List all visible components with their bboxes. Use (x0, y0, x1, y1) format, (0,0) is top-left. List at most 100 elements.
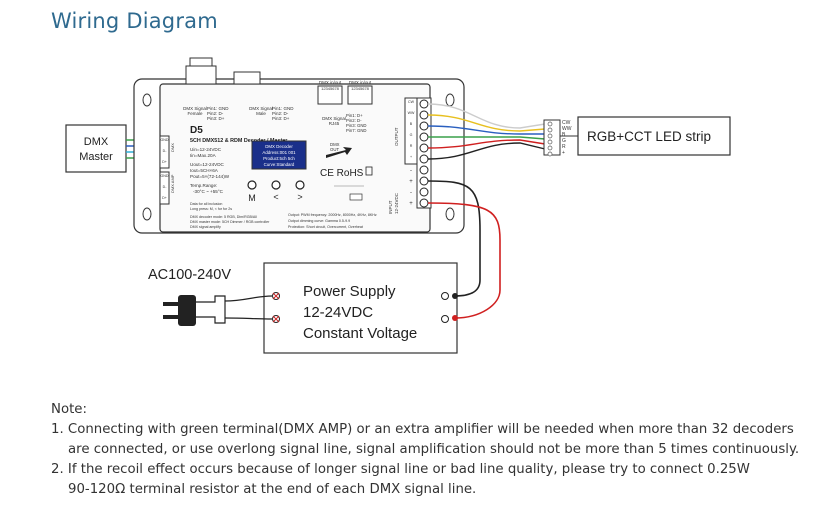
device-model: D5 (190, 125, 203, 136)
svg-text:Data for all inclusion: Data for all inclusion (190, 202, 222, 206)
note-1-line-1: 1. Connecting with green terminal(DMX AM… (51, 422, 794, 437)
xlr-female-title: DMX Signal (183, 106, 207, 111)
svg-text:Pin2: D-: Pin2: D- (346, 118, 362, 123)
svg-text:G: G (410, 133, 413, 137)
dmx-out-arrow: DMX OUT (326, 142, 352, 158)
svg-text:D-: D- (163, 149, 168, 153)
notes-section: Note: 1. Connecting with green terminal(… (51, 400, 801, 500)
page-title: Wiring Diagram (51, 9, 218, 33)
svg-text:DMX master mode: 5CH Dimmer /: DMX master mode: 5CH Dimmer / RGB contro… (190, 220, 270, 224)
output-wires (427, 103, 546, 160)
svg-text:R: R (562, 144, 566, 150)
svg-text:Female: Female (187, 111, 203, 116)
svg-text:R: R (410, 144, 413, 148)
svg-text:Curve:Standard: Curve:Standard (264, 162, 295, 167)
svg-text:D+: D+ (162, 196, 167, 200)
svg-text:OUT: OUT (330, 147, 339, 152)
svg-text:G: G (562, 138, 566, 144)
button-left (271, 180, 281, 190)
svg-text:DMX in/out: DMX in/out (349, 80, 372, 85)
svg-text:M: M (248, 193, 256, 203)
svg-text:12345678: 12345678 (351, 86, 370, 91)
svg-text:DMX decoder mode: 5 RGB, Dim/R: DMX decoder mode: 5 RGB, Dim/RGB/All (190, 215, 257, 219)
wiring-diagram: DMX Master DMX Signal Female Pin1: GND P… (65, 57, 731, 354)
svg-text:WW: WW (408, 111, 415, 115)
cert-marks: CE RoHS (320, 166, 373, 201)
svg-text:-30°C ~ +55°C: -30°C ~ +55°C (193, 189, 224, 194)
led-strip: CW WW B G R + RGB+CCT LED strip (543, 116, 731, 157)
svg-text:Uin=12-24VDC: Uin=12-24VDC (190, 147, 222, 152)
power-input-wires (427, 180, 501, 319)
svg-text:DMX in/out: DMX in/out (319, 80, 342, 85)
xlr-label-male: DMX Signal Male Pin1: GND Pin2: D- Pin3:… (249, 106, 294, 121)
svg-text:Pin2: D-: Pin2: D- (272, 111, 289, 116)
xlr-label-female: DMX Signal Female Pin1: GND Pin2: D- Pin… (183, 106, 229, 121)
psu-line-1: Power Supply (303, 283, 396, 300)
svg-text:B: B (562, 132, 566, 138)
button-right (295, 180, 305, 190)
device-specs: Uin=12-24VDC Iin=Max.20A Uout=12-24VDC I… (190, 147, 230, 194)
svg-text:WW: WW (562, 126, 572, 132)
oled-display: DMX Decoder Address:001 001 Product:5ch … (251, 140, 307, 170)
dmx-master-label-1: DMX (84, 136, 109, 148)
switch-icon (349, 193, 363, 201)
svg-text:Address:001 001: Address:001 001 (262, 150, 296, 155)
notes-heading: Note: (51, 402, 87, 417)
button-m (247, 180, 257, 190)
svg-text:Pin1: GND: Pin1: GND (207, 106, 229, 111)
note-2-line-2: 90-120Ω terminal resistor at the end of … (68, 482, 477, 497)
svg-text:+: + (409, 201, 413, 207)
svg-text:DMX AMP: DMX AMP (170, 174, 175, 193)
svg-text:Iin=Max.20A: Iin=Max.20A (190, 153, 217, 158)
svg-text:DMX Signal: DMX Signal (322, 116, 346, 121)
svg-text:Uout=12-24VDC: Uout=12-24VDC (190, 162, 225, 167)
svg-text:RJ45: RJ45 (329, 121, 340, 126)
svg-text:GND: GND (161, 174, 169, 178)
svg-text:Pin1: GND: Pin1: GND (272, 106, 294, 111)
svg-text:OUTPUT: OUTPUT (394, 127, 399, 146)
svg-text:<: < (273, 192, 278, 202)
svg-text:+: + (562, 150, 565, 156)
svg-text:-: - (410, 190, 412, 196)
svg-text:+: + (409, 179, 413, 185)
svg-text:Pin3: D+: Pin3: D+ (272, 116, 290, 121)
svg-text:Protection: Short circuit, Ove: Protection: Short circuit, Overcurrent, … (288, 225, 363, 229)
svg-text:CW: CW (408, 100, 415, 104)
svg-text:INPUT: INPUT (388, 200, 393, 214)
device-name: 5CH DMX512 & RDM Decoder / Master (190, 138, 288, 144)
device-footnotes: Data for all inclusion Long press: M, < … (190, 202, 377, 229)
psu-line-3: Constant Voltage (303, 325, 417, 342)
left-terminals: GND D- D+ GND D- D+ DMX DMX AMP (159, 135, 175, 205)
svg-text:-: - (410, 168, 412, 174)
note-1-line-2: are connected, or use overlong signal li… (68, 442, 800, 457)
weee-bin-icon (365, 166, 373, 176)
svg-text:Pin3: D+: Pin3: D+ (207, 116, 225, 121)
note-2-line-1: 2. If the recoil effect occurs because o… (51, 462, 750, 477)
svg-text:D+: D+ (162, 160, 167, 164)
ac-plug: AC100-240V (148, 267, 273, 326)
svg-text:DMX signal amplify: DMX signal amplify (190, 225, 221, 229)
svg-text:Long press: M, < for for 2s: Long press: M, < for for 2s (190, 207, 232, 211)
svg-text:+: + (410, 155, 412, 159)
ac-label: AC100-240V (148, 267, 231, 283)
svg-text:B: B (410, 122, 413, 126)
led-strip-label: RGB+CCT LED strip (587, 129, 711, 144)
svg-text:Output dimming curve: Gamma 0.: Output dimming curve: Gamma 0.5-9.9 (288, 219, 350, 223)
svg-text:DMX: DMX (170, 143, 175, 152)
svg-text:D-: D- (163, 185, 168, 189)
dmx-master-label-2: Master (79, 151, 113, 163)
svg-text:Pin3: GND: Pin3: GND (346, 123, 367, 128)
svg-text:12-24VDC: 12-24VDC (394, 192, 399, 214)
device-buttons: M < > (247, 180, 305, 203)
svg-text:Pin1: D+: Pin1: D+ (346, 113, 363, 118)
svg-text:Product:5ch 5ch: Product:5ch 5ch (263, 156, 295, 161)
power-supply: Power Supply 12-24VDC Constant Voltage (263, 262, 458, 354)
output-terminal-block: OUTPUT CW WW B G R + - + - + INPUT 12-24… (388, 97, 432, 214)
svg-text:DMX Signal: DMX Signal (249, 106, 273, 111)
svg-text:CW: CW (562, 120, 571, 126)
svg-text:Temp.Range:: Temp.Range: (190, 183, 217, 188)
svg-text:DMX: DMX (330, 142, 340, 147)
svg-text:Pout=5×(72-144)W: Pout=5×(72-144)W (190, 174, 230, 179)
svg-text:GND: GND (161, 138, 169, 142)
svg-text:Output: PWM frequency: 2000Hz,: Output: PWM frequency: 2000Hz, 8000Hz, 4… (288, 213, 377, 217)
